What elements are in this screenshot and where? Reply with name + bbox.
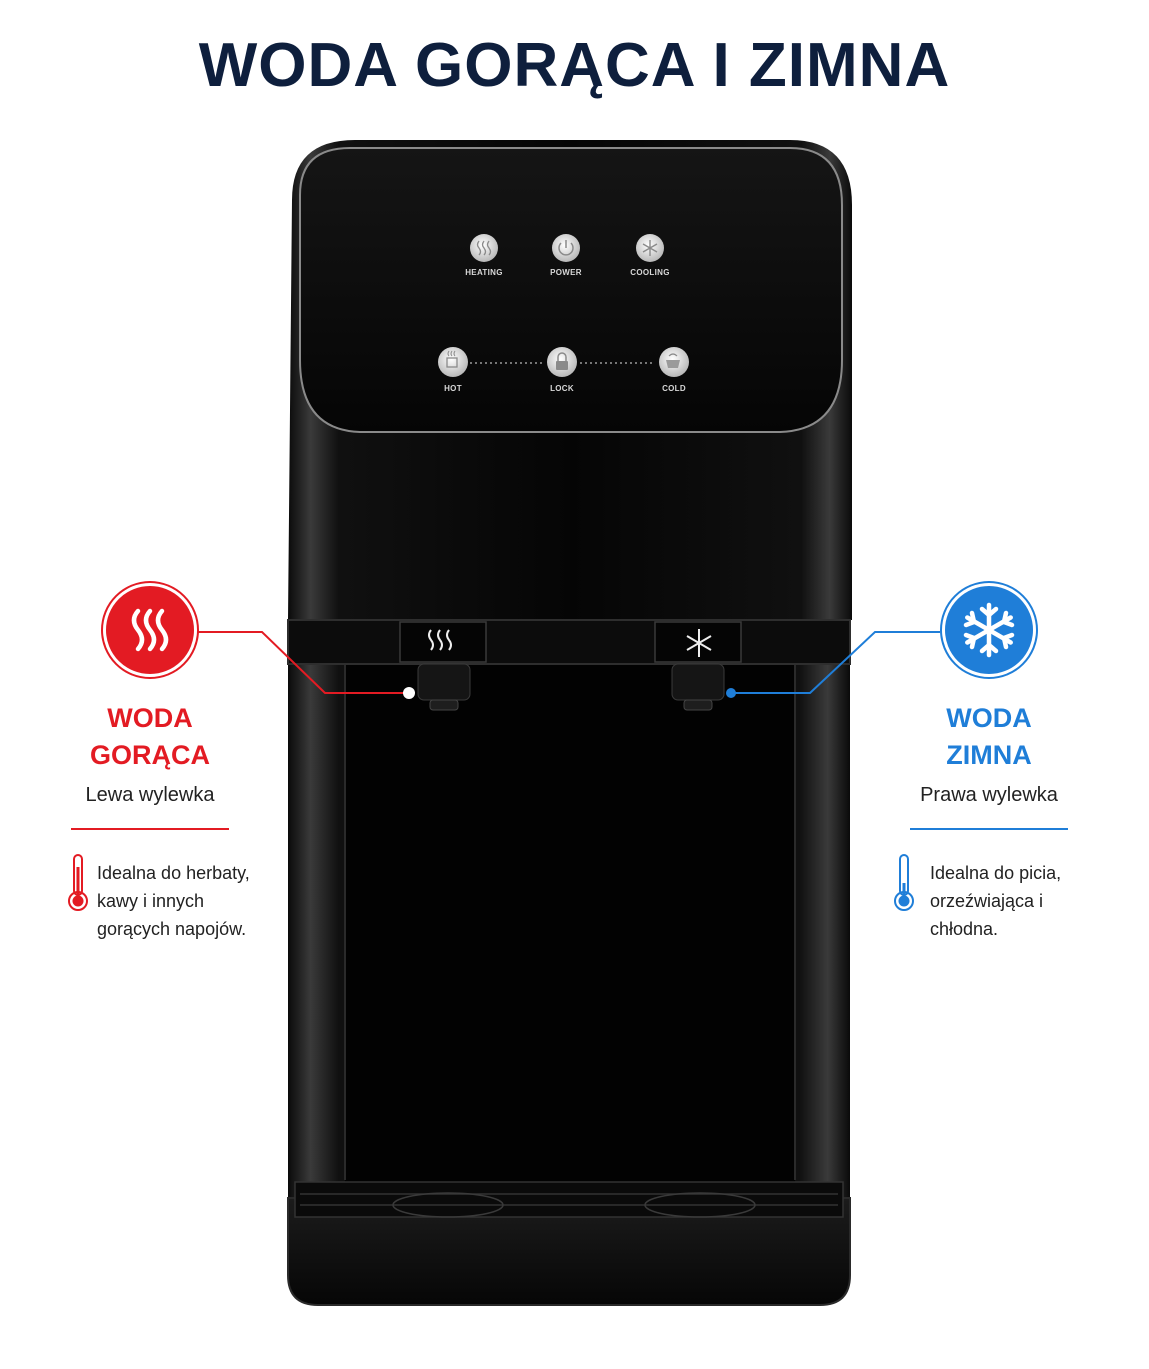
cooling-button[interactable] xyxy=(636,234,664,262)
lock-label: LOCK xyxy=(550,384,574,393)
hot-button[interactable] xyxy=(438,347,468,377)
spout-hot-icon xyxy=(428,629,452,651)
cold-label: COLD xyxy=(662,384,686,393)
hot-label: HOT xyxy=(444,384,462,393)
hot-water-title: WODA GORĄCA xyxy=(90,703,210,770)
spout-cold-icon xyxy=(686,629,712,657)
lock-button[interactable] xyxy=(547,347,577,377)
snowflake-icon xyxy=(942,583,1036,677)
power-label: POWER xyxy=(550,268,582,277)
hot-divider xyxy=(71,828,229,830)
cold-button[interactable] xyxy=(659,347,689,377)
cold-water-subtitle: Prawa wylewka xyxy=(920,784,1058,806)
hot-spout xyxy=(417,663,471,711)
drip-grate xyxy=(294,1181,844,1218)
drip-tray xyxy=(287,1197,851,1306)
heating-label: HEATING xyxy=(465,268,503,277)
hot-water-description: Idealna do herbaty, kawy i innych gorący… xyxy=(97,863,250,939)
cold-callout-line xyxy=(732,631,940,694)
cup-recess xyxy=(345,665,795,1185)
cooling-label: COOLING xyxy=(630,268,670,277)
page-title: WODA GORĄCA I ZIMNA xyxy=(198,31,951,100)
control-panel xyxy=(299,147,843,433)
heating-button[interactable] xyxy=(470,234,498,262)
cold-water-description: Idealna do picia, orzeźwiająca i chłodna… xyxy=(930,863,1062,939)
thermometer-cold-icon xyxy=(894,854,914,911)
thermometer-hot-icon xyxy=(68,854,88,911)
hot-water-subtitle: Lewa wylewka xyxy=(85,784,215,806)
cold-divider xyxy=(910,828,1068,830)
spout-bar xyxy=(287,619,851,665)
heat-waves-icon xyxy=(103,583,197,677)
cold-water-title: WODA ZIMNA xyxy=(946,703,1032,770)
hot-callout-line xyxy=(198,631,408,694)
power-button[interactable] xyxy=(552,234,580,262)
cold-spout xyxy=(671,663,725,711)
